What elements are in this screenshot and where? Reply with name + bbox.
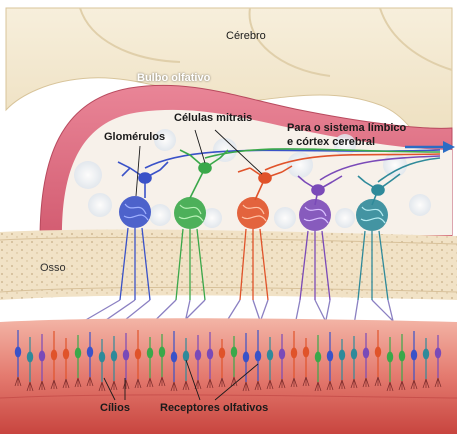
receptor-cell-body xyxy=(171,352,177,363)
receptor-cell-body xyxy=(375,347,381,358)
label-osso: Osso xyxy=(40,262,66,274)
receptor-cell-body xyxy=(183,351,189,362)
receptor-cell-body xyxy=(267,350,273,361)
olfactory-mucosa xyxy=(0,318,457,434)
receptor-cell-body xyxy=(435,348,441,359)
receptor-cell-body xyxy=(399,351,405,362)
receptor-cell-body xyxy=(339,350,345,361)
label-cilios: Cílios xyxy=(100,402,130,414)
label-bulbo-olfativo: Bulbo olfativo xyxy=(137,72,210,84)
receptor-cell-body xyxy=(63,349,69,360)
glomerulus-green xyxy=(174,197,206,229)
receptor-cell-body xyxy=(387,352,393,363)
receptor-cell-body xyxy=(411,350,417,361)
receptor-cell-body xyxy=(303,347,309,358)
receptor-cell-body xyxy=(207,349,213,360)
receptor-cell-body xyxy=(75,348,81,359)
receptor-cell-body xyxy=(231,347,237,358)
receptor-cell-body xyxy=(423,349,429,360)
receptor-cell-body xyxy=(219,348,225,359)
glomerulus-purple xyxy=(299,199,331,231)
label-celulas-mitrais: Células mitrais xyxy=(174,112,252,124)
receptor-cell-body xyxy=(15,347,21,358)
label-cerebro: Cérebro xyxy=(226,30,266,42)
label-receptores-olfativos: Receptores olfativos xyxy=(160,402,268,414)
receptor-cell-body xyxy=(135,349,141,360)
receptor-cell-body xyxy=(255,351,261,362)
receptor-cell-body xyxy=(51,350,57,361)
receptor-cell-body xyxy=(351,349,357,360)
receptor-cell-body xyxy=(111,351,117,362)
label-destino-linha2: e córtex cerebral xyxy=(287,136,375,148)
receptor-cell-body xyxy=(27,352,33,363)
receptor-cell-body xyxy=(87,347,93,358)
receptor-cell-body xyxy=(195,350,201,361)
receptor-cell-body xyxy=(327,351,333,362)
receptor-cell-body xyxy=(315,352,321,363)
glomerulus-blue xyxy=(119,196,151,228)
receptor-cell-body xyxy=(279,349,285,360)
receptor-cell-body xyxy=(291,348,297,359)
receptor-cell-body xyxy=(123,350,129,361)
label-glomerulos: Glomérulos xyxy=(104,131,165,143)
receptor-cell-body xyxy=(99,352,105,363)
receptor-cell-body xyxy=(243,352,249,363)
label-destino-linha1: Para o sistema límbico xyxy=(287,122,406,134)
receptor-cell-body xyxy=(159,347,165,358)
glomerulus-orange xyxy=(237,197,269,229)
receptor-cell-body xyxy=(363,348,369,359)
glomerulus-teal xyxy=(356,199,388,231)
receptor-cell-body xyxy=(147,348,153,359)
receptor-cell-body xyxy=(39,351,45,362)
bone-cribriform-plate xyxy=(0,229,457,300)
